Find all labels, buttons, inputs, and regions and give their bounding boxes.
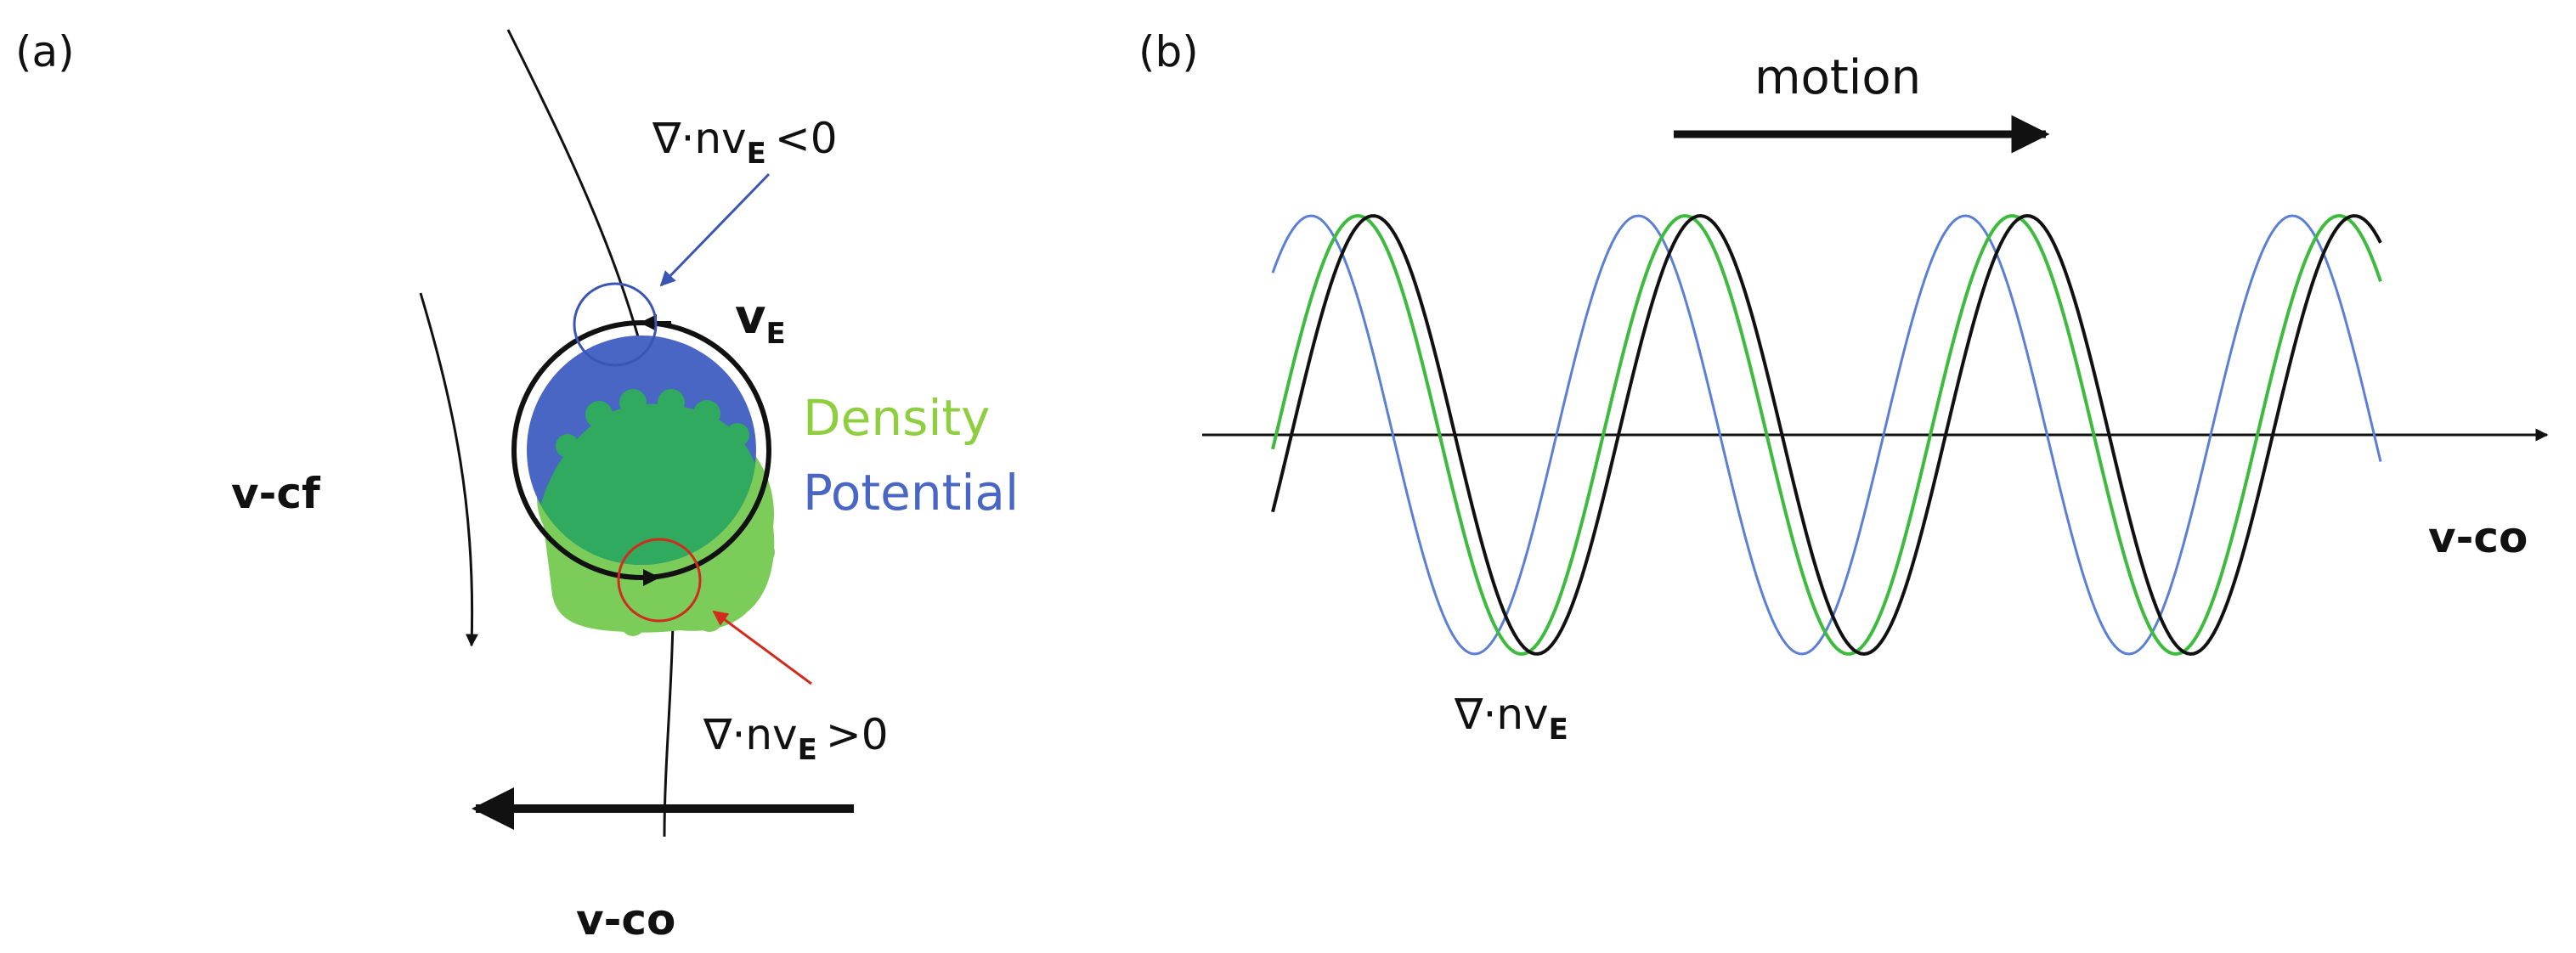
negative-divergence-label: ∇·nvE<0 [652,114,838,171]
negative-divergence-circle [573,282,658,367]
v-co-label-b: v-co [2428,513,2528,562]
motion-label: motion [1754,50,1921,105]
panel-b-tag: (b) [1138,27,1199,76]
panel-a-tag: (a) [15,27,75,76]
positive-divergence-circle [617,538,702,623]
panel-b: (b) motion v-co ∇·nvE [1138,27,2549,747]
legend-density: Density [803,389,991,447]
vE-label: vE [735,290,786,351]
legend-potential: Potential [803,464,1019,522]
positive-divergence-pointer [712,610,812,685]
potential-wave [1271,214,2382,656]
positive-divergence-label: ∇·nvE>0 [703,710,889,767]
v-co-label-a: v-co [576,895,675,945]
panel-a: (a) v-cf v-co [15,27,1019,945]
negative-divergence-pointer [659,172,771,287]
flux-divergence-label: ∇·nvE [1454,690,1568,747]
density-wave [1271,213,2382,657]
v-cf-label: v-cf [231,469,321,518]
flux-divergence-wave [1271,213,2382,657]
v-cf-arrow [419,292,478,647]
